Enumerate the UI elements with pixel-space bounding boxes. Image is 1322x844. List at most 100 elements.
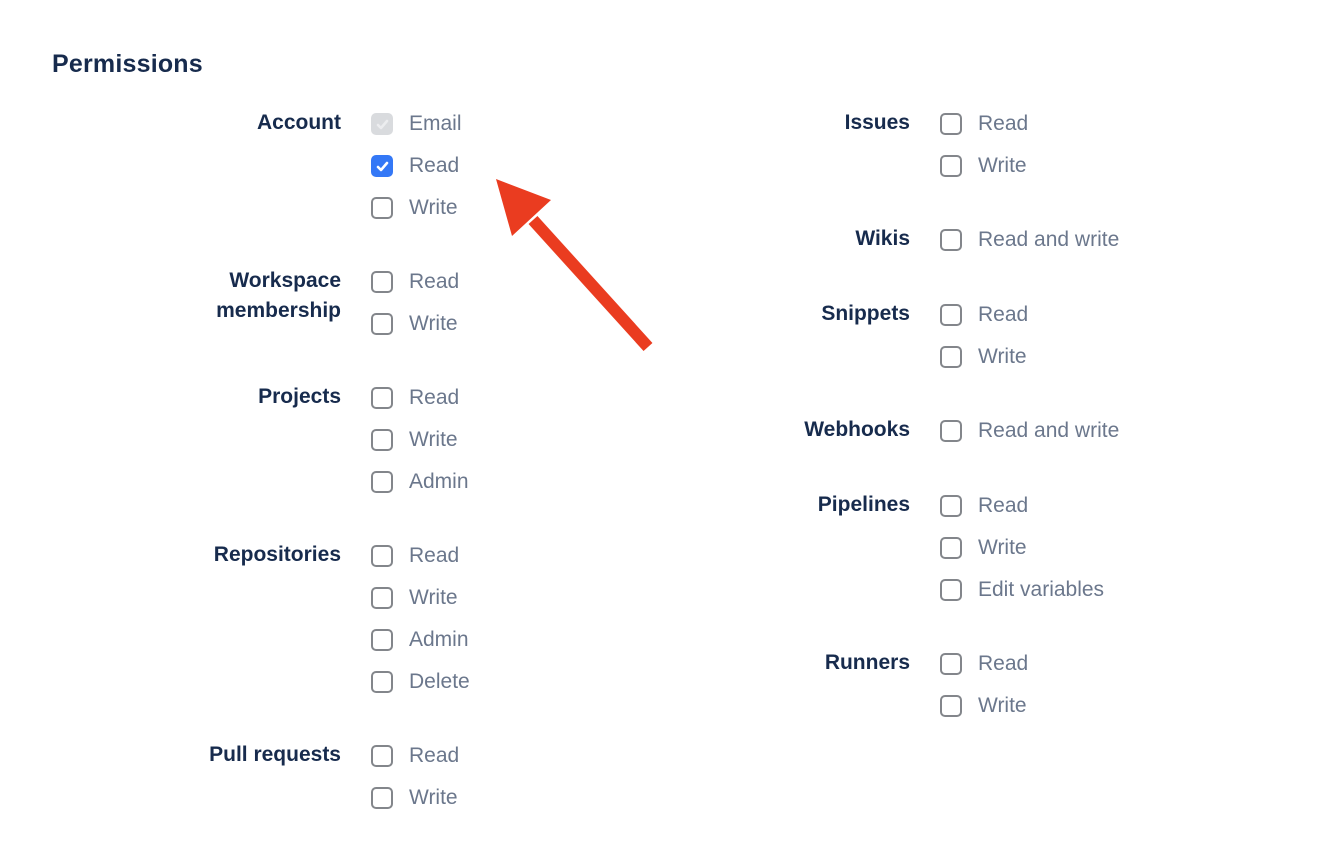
permission-group-label: Pull requests [209,743,341,766]
checkbox-label: Write [409,428,458,451]
checkbox-label: Admin [409,470,469,493]
checkbox-row-workspace-membership-read[interactable]: Read [371,269,459,295]
permission-group-label: Account [257,111,341,134]
checkbox-label: Read [409,744,460,767]
checkbox-row-projects-read[interactable]: Read [371,385,469,411]
checkbox-row-runners-write[interactable]: Write [940,693,1028,719]
checkbox-workspace-membership-read[interactable] [371,271,393,293]
checkbox-row-projects-admin[interactable]: Admin [371,469,469,495]
checkbox-issues-read[interactable] [940,113,962,135]
checkbox-snippets-write[interactable] [940,346,962,368]
checkbox-label: Read [978,494,1029,517]
checkbox-account-read[interactable] [371,155,393,177]
checkbox-label: Delete [409,670,470,693]
checkmark-icon [376,161,388,171]
checkbox-label: Write [978,536,1027,559]
checkbox-row-wikis-read-and-write[interactable]: Read and write [940,227,1119,253]
checkbox-repositories-delete[interactable] [371,671,393,693]
checkbox-row-webhooks-read-and-write[interactable]: Read and write [940,418,1119,444]
checkbox-row-projects-write[interactable]: Write [371,427,469,453]
checkbox-account-write[interactable] [371,197,393,219]
checkbox-runners-write[interactable] [940,695,962,717]
checkbox-label: Write [409,196,458,219]
checkbox-webhooks-read-and-write[interactable] [940,420,962,442]
checkbox-row-repositories-read[interactable]: Read [371,543,470,569]
checkbox-label: Read [409,154,460,177]
checkbox-label: Write [978,345,1027,368]
checkbox-account-email [371,113,393,135]
permission-group-label: Runners [824,651,910,674]
checkbox-row-pipelines-write[interactable]: Write [940,535,1104,561]
checkbox-row-workspace-membership-write[interactable]: Write [371,311,459,337]
checkbox-issues-write[interactable] [940,155,962,177]
checkbox-repositories-admin[interactable] [371,629,393,651]
checkbox-snippets-read[interactable] [940,304,962,326]
checkbox-row-repositories-admin[interactable]: Admin [371,627,470,653]
checkbox-label: Write [409,786,458,809]
checkbox-row-issues-read[interactable]: Read [940,111,1028,137]
checkbox-row-repositories-delete[interactable]: Delete [371,669,470,695]
checkbox-row-account-write[interactable]: Write [371,195,462,221]
permission-group-label: Issues [844,111,910,134]
checkbox-label: Admin [409,628,469,651]
checkbox-label: Write [409,586,458,609]
checkbox-pipelines-read[interactable] [940,495,962,517]
checkbox-label: Read [978,112,1029,135]
page-title: Permissions [52,50,203,78]
checkbox-repositories-write[interactable] [371,587,393,609]
checkbox-label: Write [978,694,1027,717]
permission-group-label: Repositories [213,543,341,566]
checkbox-row-account-read[interactable]: Read [371,153,462,179]
checkbox-projects-write[interactable] [371,429,393,451]
checkbox-pull-requests-read[interactable] [371,745,393,767]
checkbox-row-snippets-read[interactable]: Read [940,302,1028,328]
checkbox-runners-read[interactable] [940,653,962,675]
checkbox-projects-read[interactable] [371,387,393,409]
checkbox-label: Read and write [978,228,1120,251]
checkbox-row-runners-read[interactable]: Read [940,651,1028,677]
checkbox-pull-requests-write[interactable] [371,787,393,809]
checkbox-workspace-membership-write[interactable] [371,313,393,335]
checkbox-label: Read and write [978,419,1120,442]
checkbox-label: Write [978,154,1027,177]
checkbox-row-pull-requests-write[interactable]: Write [371,785,459,811]
permission-group-label: Workspace membership [216,269,341,322]
checkbox-repositories-read[interactable] [371,545,393,567]
checkbox-label: Read [978,303,1029,326]
checkbox-label: Email [409,112,462,135]
checkbox-label: Read [409,544,460,567]
checkbox-row-pull-requests-read[interactable]: Read [371,743,459,769]
permission-group-label: Pipelines [817,493,910,516]
checkbox-pipelines-edit-variables[interactable] [940,579,962,601]
checkbox-row-account-email: Email [371,111,462,137]
permission-options: Read and write [940,418,1119,444]
checkbox-row-repositories-write[interactable]: Write [371,585,470,611]
checkbox-projects-admin[interactable] [371,471,393,493]
permission-options: Read and write [940,227,1119,253]
checkbox-wikis-read-and-write[interactable] [940,229,962,251]
checkbox-row-issues-write[interactable]: Write [940,153,1028,179]
checkbox-row-snippets-write[interactable]: Write [940,344,1028,370]
checkbox-pipelines-write[interactable] [940,537,962,559]
checkbox-row-pipelines-read[interactable]: Read [940,493,1104,519]
checkbox-row-pipelines-edit-variables[interactable]: Edit variables [940,577,1104,603]
